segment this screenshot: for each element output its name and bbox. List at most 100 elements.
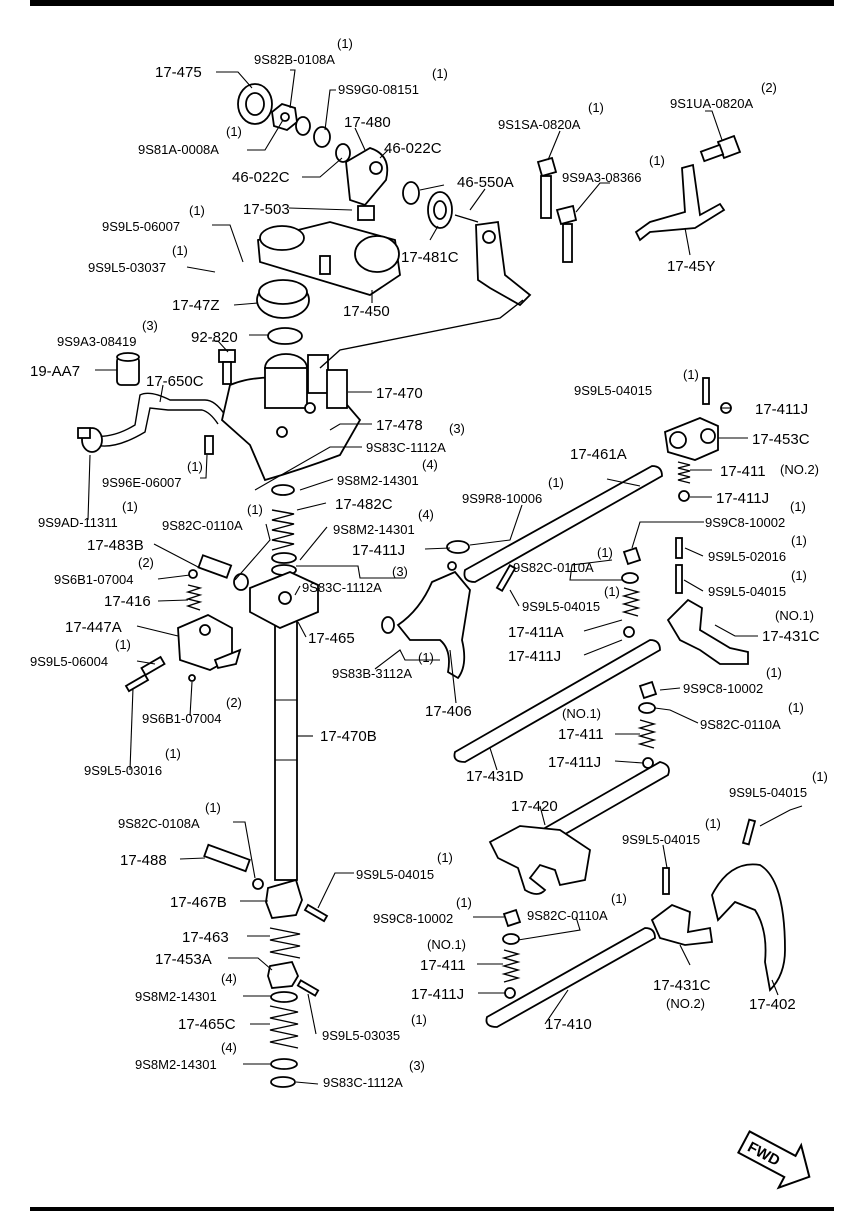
label-17-503: 17-503 — [243, 201, 290, 218]
qty-9s9a3-08419: (3) — [142, 318, 158, 333]
label-17-467b: 17-467B — [170, 894, 227, 911]
note-17-411-no2: (NO.2) — [780, 462, 819, 477]
label-17-465: 17-465 — [308, 630, 355, 647]
label-9s9r8-10006: 9S9R8-10006 — [462, 491, 542, 506]
qty-9s9l5-02016: (1) — [791, 533, 807, 548]
fork-17-402 — [711, 863, 786, 992]
label-9s9l5-04015-a: 9S9L5-04015 — [574, 383, 652, 398]
label-17-411j-f: 17-411J — [411, 986, 464, 1003]
bolt-9s1sa — [536, 156, 558, 219]
qty-9s82c-0110a-a: (1) — [247, 502, 263, 517]
label-9s9c8-10002-b: 9S9C8-10002 — [683, 681, 763, 696]
qty-9s9l5-04015-b: (1) — [604, 584, 620, 599]
block-17-453c — [664, 417, 719, 461]
label-9s9l5-04015-b: 9S9L5-04015 — [522, 599, 600, 614]
block-17-467b — [265, 878, 303, 919]
label-17-411-no1-a: 17-411 — [558, 726, 604, 743]
label-17-420: 17-420 — [511, 798, 558, 815]
bracket-46-550a — [454, 214, 532, 307]
label-9s1ua-0820a: 9S1UA-0820A — [670, 96, 753, 111]
qty-9s9c8-b: (1) — [766, 665, 782, 680]
qty-9s8m2-c: (4) — [221, 971, 237, 986]
label-17-47z: 17-47Z — [172, 297, 220, 314]
qty-9s1sa: (1) — [588, 100, 604, 115]
pin-9s9l5-04015-c — [675, 564, 683, 594]
label-9s9l5-04015-d: 9S9L5-04015 — [729, 785, 807, 800]
label-9s9l5-03016: 9S9L5-03016 — [84, 763, 162, 778]
label-9s9l5-06004: 9S9L5-06004 — [30, 654, 108, 669]
label-9s6b1-07004-a: 9S6B1-07004 — [54, 572, 134, 587]
qty-9s9ad: (1) — [122, 499, 138, 514]
leader-lines — [87, 69, 803, 1085]
label-9s83c-1112a-mid: 9S83C-1112A — [302, 580, 382, 595]
pin-9s9l5-02016 — [675, 537, 683, 559]
top-border — [30, 0, 834, 6]
bolt-17-483b — [197, 554, 249, 591]
label-17-411j-d: 17-411J — [508, 648, 561, 665]
pin-9s9l5-04015-a — [702, 377, 710, 405]
washer-9s82c-d — [502, 933, 520, 945]
label-19-aa7: 19-AA7 — [30, 363, 80, 380]
label-17-431d: 17-431D — [466, 768, 524, 785]
ball-17-411j-f — [504, 987, 516, 999]
housing-17-470 — [221, 353, 362, 482]
qty-9s82c-0108a: (1) — [205, 800, 221, 815]
spring-17-416 — [185, 584, 203, 611]
fork-17-420 — [488, 825, 591, 895]
label-17-447a: 17-447A — [65, 619, 122, 636]
qty-9s9l5-06004: (1) — [115, 637, 131, 652]
washer-9s9g0-a — [295, 116, 311, 136]
label-17-470: 17-470 — [376, 385, 423, 402]
parts-group — [77, 83, 786, 1088]
label-17-480: 17-480 — [344, 114, 391, 131]
label-17-411j-e: 17-411J — [548, 754, 601, 771]
pin-9s96e — [204, 435, 214, 455]
qty-9s83c-top: (3) — [449, 421, 465, 436]
qty-9s9l5-04015-e: (1) — [705, 816, 721, 831]
label-17-431c-no1: 17-431C — [762, 628, 820, 645]
pin-9s9l5-04015-d — [741, 818, 757, 846]
qty-9s9l5-04015-c: (1) — [791, 568, 807, 583]
label-9s96e-06007: 9S96E-06007 — [102, 475, 182, 490]
spring-17-411-no1-b — [501, 949, 521, 983]
washer-9s82c-c — [638, 702, 656, 714]
note-17-411-no1-b: (NO.1) — [427, 937, 466, 952]
label-9s82c-0110a-a: 9S82C-0110A — [162, 518, 243, 533]
qty-9s6b1-a: (2) — [138, 555, 154, 570]
spring-17-463 — [269, 927, 301, 959]
label-17-431c-no2: 17-431C — [653, 977, 711, 994]
label-17-470b: 17-470B — [320, 728, 377, 745]
plug-9s9r8 — [446, 540, 470, 554]
qty-9s1ua: (2) — [761, 80, 777, 95]
spring-17-465c — [269, 1005, 299, 1049]
label-17-410: 17-410 — [545, 1016, 592, 1033]
label-17-411-no1-b: 17-411 — [420, 957, 466, 974]
qty-9s82c-0110a-d: (1) — [611, 891, 627, 906]
ball-9s6b1-a — [188, 569, 198, 579]
block-17-431c-no2 — [650, 903, 714, 946]
note-17-431c-no1: (NO.1) — [775, 608, 814, 623]
cap-19-aa7 — [116, 352, 140, 386]
label-9s9c8-10002-c: 9S9C8-10002 — [373, 911, 453, 926]
pin-9s9l5-04015-f — [303, 903, 329, 923]
qty-9s9c8-c: (1) — [456, 895, 472, 910]
shaft-17-461a — [463, 465, 663, 583]
label-9s9c8-10002-a: 9S9C8-10002 — [705, 515, 785, 530]
qty-9s8m2-a: (4) — [422, 457, 438, 472]
qty-9s83b: (1) — [418, 650, 434, 665]
washer-9s9g0-b — [313, 126, 331, 148]
circlip-9s83b — [381, 616, 395, 634]
bolt-9s9a3-08366 — [555, 204, 578, 263]
label-46-022c-left: 46-022C — [232, 169, 290, 186]
lever-17-480-hole — [369, 161, 383, 175]
spring-17-411-no1-a — [637, 719, 657, 749]
fwd-arrow-icon: FWD — [736, 1130, 811, 1190]
spring-17-411-no2 — [677, 461, 691, 484]
note-17-431c-no2: (NO.2) — [666, 996, 705, 1011]
label-17-450: 17-450 — [343, 303, 390, 320]
label-17-482c: 17-482C — [335, 496, 393, 513]
washer-9s82c-b — [621, 572, 639, 584]
label-9s82c-0108a: 9S82C-0108A — [118, 816, 200, 831]
label-9s8m2-14301-b: 9S8M2-14301 — [333, 522, 415, 537]
plug-9s9c8-c — [502, 908, 522, 928]
